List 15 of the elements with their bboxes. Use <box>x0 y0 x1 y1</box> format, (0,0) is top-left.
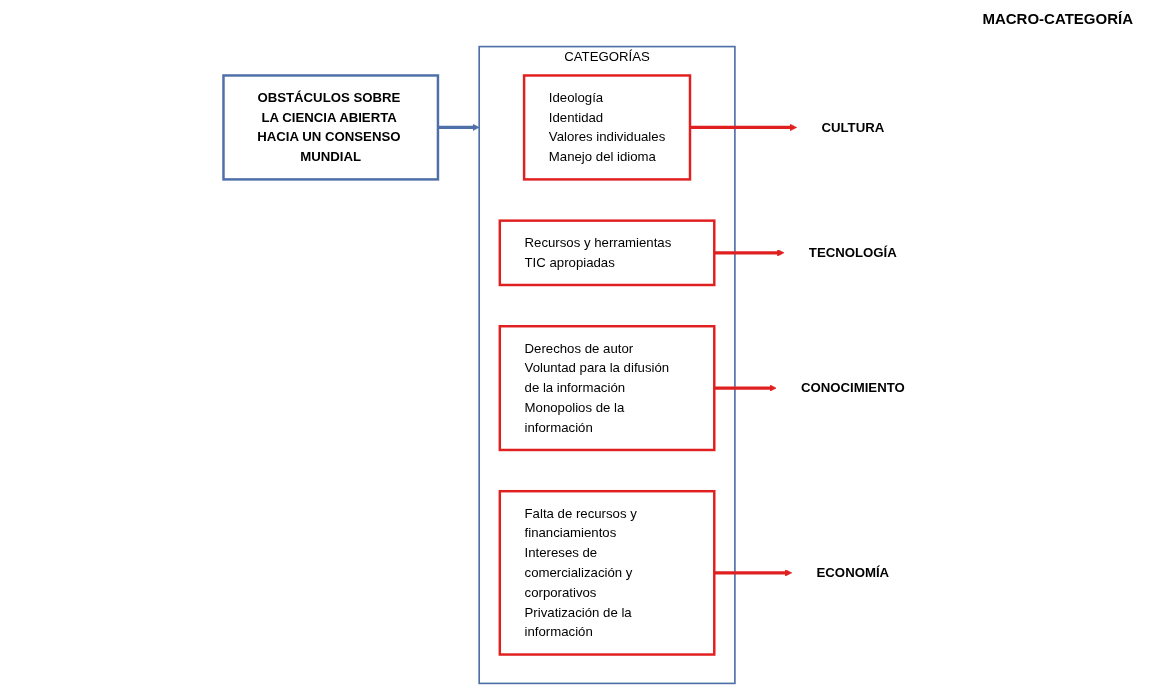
node-text: ECONOMÍA <box>816 565 890 580</box>
arrow <box>437 123 480 132</box>
arrow <box>714 249 785 257</box>
node-box: Recursos y herramientas TIC apropiadas <box>498 219 716 287</box>
arrow <box>714 384 777 392</box>
node-text: TECNOLOGÍA <box>808 245 897 260</box>
node-box: OBSTÁCULOS SOBRE LA CIENCIA ABIERTA HACIA UN CONSENSO MUNDIAL <box>222 74 440 181</box>
node-text: CONOCIMIENTO <box>800 380 905 395</box>
node-box: Falta de recursos y financiamientos Intereses de comercialización y corporativos Privatización de la información <box>498 489 716 656</box>
node-box: Derechos de autor Voluntad para la difusión de la información Monopolios de la información <box>498 325 716 452</box>
node-box: Ideología Identidad Valores individuales Manejo del idioma <box>522 74 692 181</box>
node-text: CULTURA <box>821 120 885 135</box>
arrow <box>714 569 793 577</box>
arrow <box>690 123 797 132</box>
column-heading: MACRO-CATEGORÍA <box>982 10 1133 27</box>
